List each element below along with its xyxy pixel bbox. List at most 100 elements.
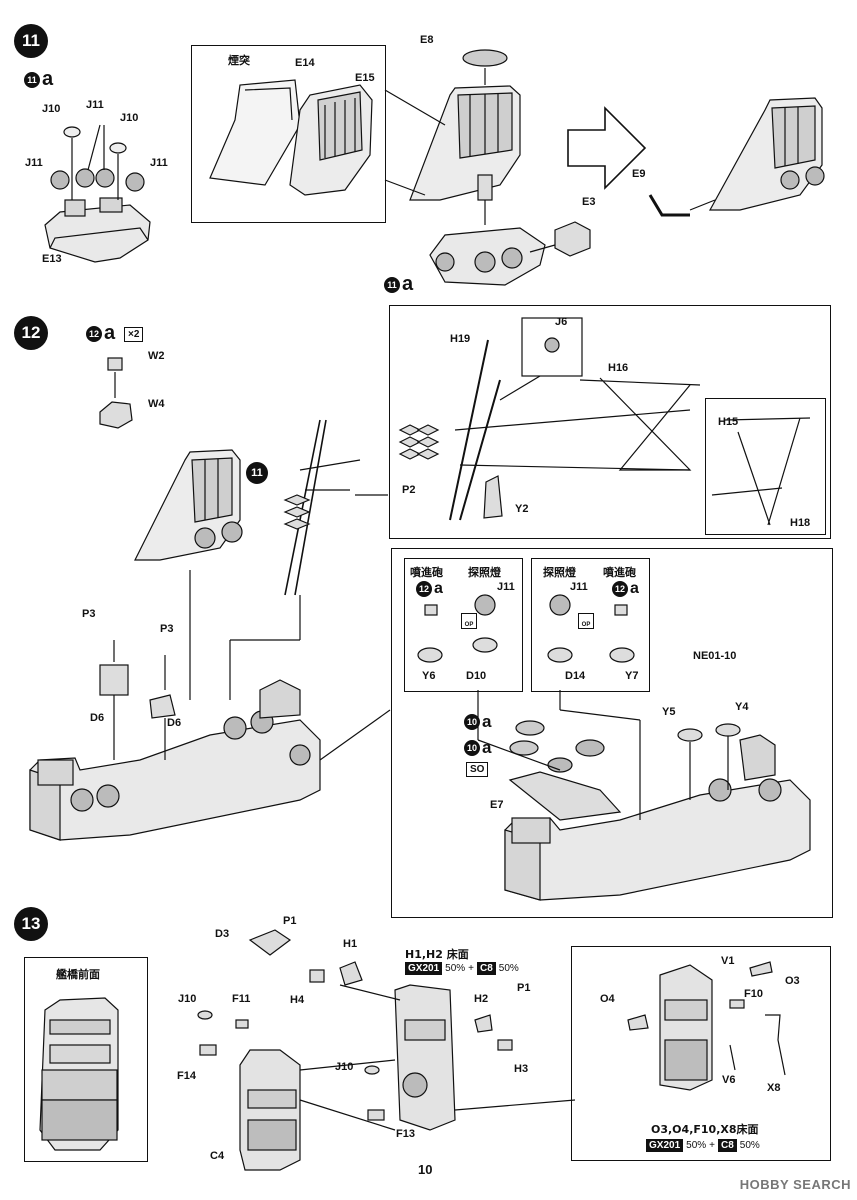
part-label-e3: E3 [582,196,596,208]
step-11a-ref-letter: a [402,273,414,295]
part-label-d6-b: D6 [167,717,182,729]
e13-base-drawing [44,124,151,263]
step-13-badge: 13 [14,907,48,941]
step-10a-circle-2: 10 [464,740,480,756]
part-label-o3: O3 [785,975,800,987]
paint-1-pct-a: 50% [445,963,466,974]
sub-box-2 [531,558,650,692]
paint-2-color-a: GX201 [646,1139,684,1152]
part-label-y7: Y7 [625,670,639,682]
part-label-j11-b: J11 [25,157,43,169]
step13-detail-box [571,946,831,1161]
sub-box-2-badge-circle: 12 [612,581,628,597]
paint-1-color-b: C8 [477,962,496,975]
part-label-e15: E15 [355,72,375,84]
op-tag-1: OP [461,613,477,629]
part-label-h18: H18 [790,517,811,529]
step-arrow [567,106,647,190]
part-label-e7: E7 [490,799,504,811]
part-label-j10-s13a: J10 [178,993,197,1005]
step-12a-badge: 12 a [86,322,115,345]
part-label-v1: V1 [721,955,735,967]
part-label-h1: H1 [343,938,358,950]
part-label-f14: F14 [177,1070,196,1082]
so-tag: SO [466,762,489,777]
center-chimney-drawing [384,49,591,286]
part-label-x8: X8 [767,1082,781,1094]
step-11a-ref-badge: 11 a [384,273,413,296]
part-label-d6-a: D6 [90,712,105,724]
part-label-p1-b: P1 [517,982,531,994]
part-label-d10: D10 [466,670,487,682]
part-label-w4: W4 [148,398,165,410]
sub-box-1 [404,558,523,692]
part-label-j11-c: J11 [150,157,168,169]
part-label-j11-sub2: J11 [570,581,588,593]
part-label-d3: D3 [215,928,230,940]
part-label-p1-a: P1 [283,915,297,927]
paint-note-2: GX201 50% + C8 50% [646,1139,760,1152]
step-10a-circle-1: 10 [464,714,480,730]
step-12-badge: 12 [14,316,48,350]
step-11a-circle: 11 [24,71,40,88]
part-label-j10-a: J10 [42,103,61,115]
paint-2-color-b: C8 [718,1139,737,1152]
step-10a-letter-1: a [482,712,492,731]
sub-box-1-right-title: 探照燈 [468,566,501,579]
part-label-p2: P2 [402,484,416,496]
chimney-box [191,45,386,223]
bridge-front-view-drawing [39,997,119,1151]
paint-1-pct-b: 50% [498,963,519,974]
part-label-f11: F11 [232,993,251,1005]
part-label-w2: W2 [148,350,165,362]
part-label-h16: H16 [608,362,629,374]
part-label-f10: F10 [744,988,763,1000]
part-label-j10-s13b: J10 [335,1061,354,1073]
part-label-o4: O4 [600,993,615,1005]
step12-hull-drawing [29,640,391,841]
sub-box-1-badge-circle: 12 [416,581,432,597]
part-label-h3: H3 [514,1063,529,1075]
step11-result-drawing [648,97,825,217]
sub-box-1-left-title: 噴進砲 [410,566,443,579]
part-label-h2: H2 [474,993,489,1005]
sub-box-1-badge: 12 a [416,580,443,598]
paint-2-pct-b: 50% [739,1140,760,1151]
step-12a-circle: 12 [86,325,102,342]
step13-box-drawing [627,961,786,1091]
paint-2-plus: + [709,1140,715,1151]
part-label-v6: V6 [722,1074,736,1086]
paint-note-1-label: H1,H2 床面 [405,948,469,961]
part-label-h4: H4 [290,994,305,1006]
part-label-y2: Y2 [515,503,529,515]
step-10a-badge-2: 10 a [464,738,491,758]
watermark-text: HOBBY SEARCH [739,1177,851,1192]
step12-subbox-drawing [417,594,641,820]
step-11a-badge: 11 a [24,68,53,91]
part-label-y5: Y5 [662,706,676,718]
sub-box-2-badge: 12 a [612,580,639,598]
part-label-j11-a: J11 [86,99,104,111]
step-11-badge: 11 [14,24,48,58]
sub-box-2-left-title: 探照燈 [543,566,576,579]
part-label-y6: Y6 [422,670,436,682]
part-label-d14: D14 [565,670,586,682]
step-11-ref-badge: 11 [246,462,268,484]
paint-2-pct-a: 50% [686,1140,707,1151]
sub-box-2-right-title: 噴進砲 [603,566,636,579]
part-label-j11-sub1: J11 [497,581,515,593]
part-label-e8: E8 [420,34,434,46]
paint-1-plus: + [468,963,474,974]
step-10a-letter-2: a [482,738,492,757]
part-label-f13: F13 [396,1128,415,1140]
step-11a-letter: a [42,68,54,90]
mast-box-drawing [398,317,811,526]
part-label-p3-b: P3 [160,623,174,635]
part-label-h15: H15 [718,416,739,428]
paint-1-color-a: GX201 [405,962,443,975]
paint-note-2-label: O3,O4,F10,X8床面 [651,1123,759,1136]
bridge-main-drawing [197,929,576,1171]
step-12a-letter: a [104,322,116,344]
sub-box-1-badge-letter: a [434,580,443,597]
